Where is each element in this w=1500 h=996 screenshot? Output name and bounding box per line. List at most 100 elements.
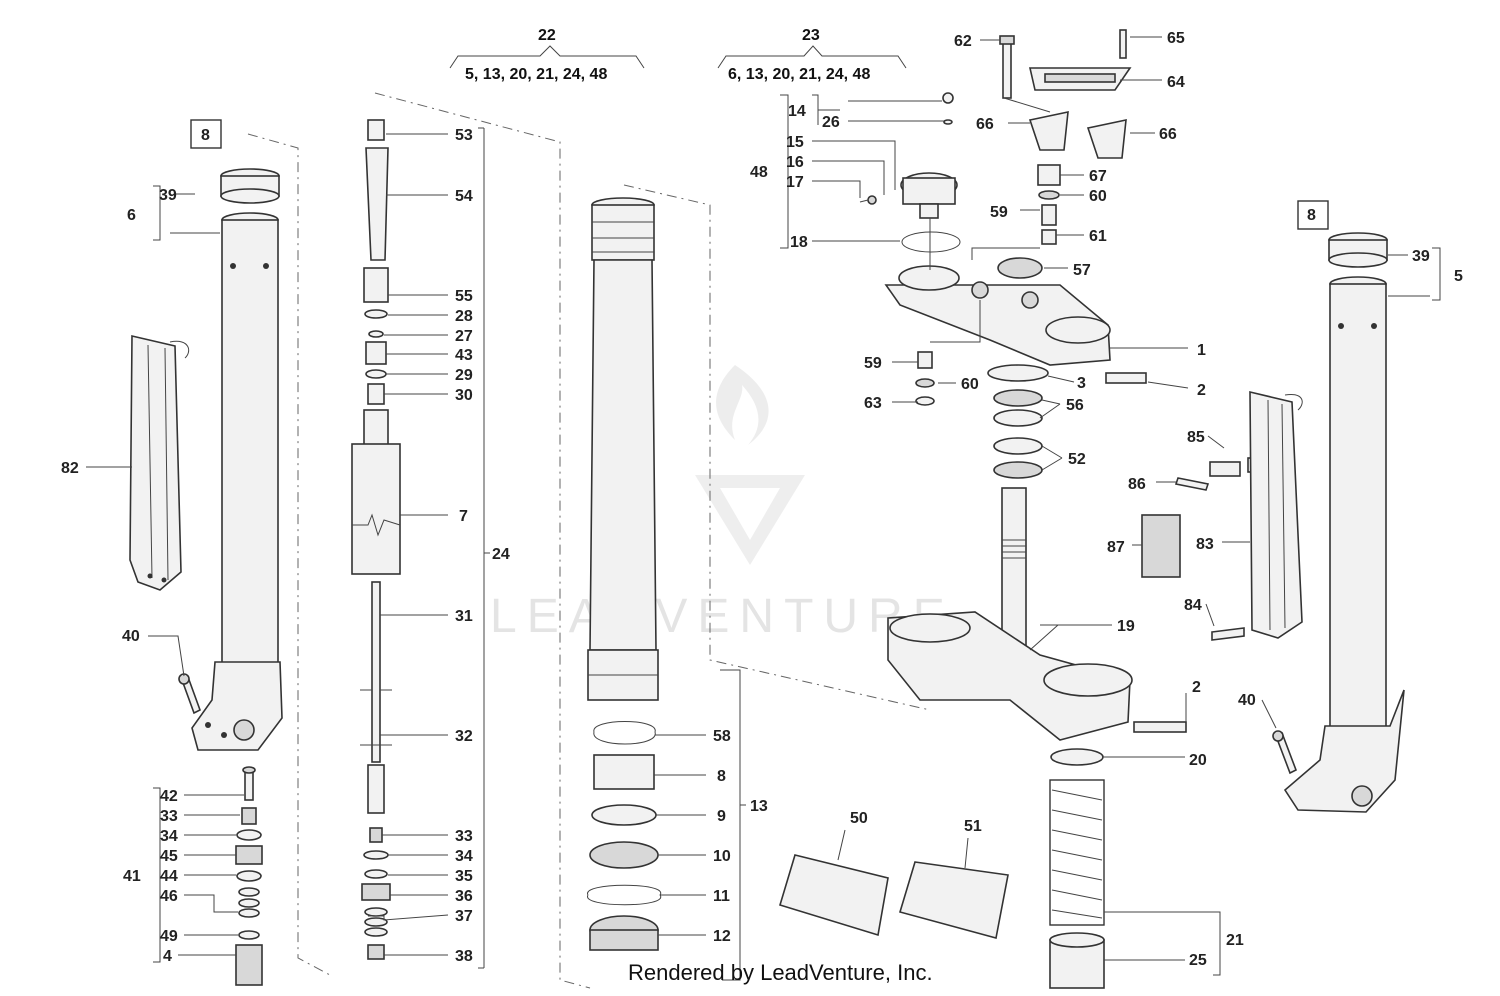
callout-1: 1 bbox=[1197, 342, 1206, 359]
callout-59-top: 59 bbox=[990, 204, 1008, 221]
callout-84: 84 bbox=[1184, 597, 1202, 614]
callout-39-right: 39 bbox=[1412, 248, 1430, 265]
callout-55: 55 bbox=[455, 288, 473, 305]
callout-34-left: 34 bbox=[160, 828, 178, 845]
group-23-parts: 6, 13, 20, 21, 24, 48 bbox=[728, 66, 870, 83]
callout-60-top: 60 bbox=[1089, 188, 1107, 205]
callout-48: 48 bbox=[750, 164, 768, 181]
callout-46: 46 bbox=[160, 888, 178, 905]
inner-tube-lower-parts bbox=[587, 721, 662, 951]
callout-19: 19 bbox=[1117, 618, 1135, 635]
callout-37: 37 bbox=[455, 908, 473, 925]
spring-and-spacer bbox=[1049, 748, 1105, 989]
callout-39-left: 39 bbox=[159, 187, 177, 204]
callout-29: 29 bbox=[455, 367, 473, 384]
callout-20: 20 bbox=[1189, 752, 1207, 769]
damper-cartridge bbox=[351, 92, 591, 989]
callout-44: 44 bbox=[160, 868, 178, 885]
callout-83: 83 bbox=[1196, 536, 1214, 553]
group-22-number: 22 bbox=[538, 27, 556, 44]
callout-16: 16 bbox=[786, 154, 804, 171]
callout-52: 52 bbox=[1068, 451, 1086, 468]
group-22-parts: 5, 13, 20, 21, 24, 48 bbox=[465, 66, 607, 83]
callout-13: 13 bbox=[750, 798, 768, 815]
group-22-bracket: 22 5, 13, 20, 21, 24, 48 bbox=[449, 27, 645, 83]
right-guard-parts bbox=[1141, 457, 1271, 641]
left-fork-outer-tube: 8 bbox=[190, 119, 331, 976]
callout-58: 58 bbox=[713, 728, 731, 745]
callout-86: 86 bbox=[1128, 476, 1146, 493]
watermark-text: LEADVENTURE bbox=[490, 590, 955, 643]
callout-4: 4 bbox=[163, 948, 172, 965]
pouches bbox=[779, 854, 1009, 939]
callout-5: 5 bbox=[1454, 268, 1463, 285]
callout-3: 3 bbox=[1077, 375, 1086, 392]
right-fork-outer-tube: 8 bbox=[1283, 200, 1405, 813]
callout-33-mid: 33 bbox=[455, 828, 473, 845]
callout-57: 57 bbox=[1073, 262, 1091, 279]
callout-14: 14 bbox=[788, 103, 806, 120]
left-lower-parts bbox=[235, 766, 263, 986]
callout-33-left: 33 bbox=[160, 808, 178, 825]
callout-24: 24 bbox=[492, 546, 510, 563]
callout-42: 42 bbox=[160, 788, 178, 805]
inner-fork-tube bbox=[587, 184, 931, 711]
callout-17: 17 bbox=[786, 174, 804, 191]
steering-bearings bbox=[915, 351, 1147, 479]
left-fork-guard bbox=[129, 334, 190, 591]
render-credit: Rendered by LeadVenture, Inc. bbox=[628, 960, 933, 985]
right-bolt-40 bbox=[1272, 730, 1298, 775]
callout-50: 50 bbox=[850, 810, 868, 827]
callout-labels: 39 6 82 40 42 33 34 45 41 44 46 49 4 53 … bbox=[61, 30, 1463, 969]
callout-51: 51 bbox=[964, 818, 982, 835]
callout-9: 9 bbox=[717, 808, 726, 825]
callout-60-mid: 60 bbox=[961, 376, 979, 393]
callout-62: 62 bbox=[954, 33, 972, 50]
boxed-8-right bbox=[1297, 200, 1329, 230]
callout-36: 36 bbox=[455, 888, 473, 905]
boxed-8-left-label: 8 bbox=[201, 127, 210, 144]
callout-40-left: 40 bbox=[122, 628, 140, 645]
callout-21: 21 bbox=[1226, 932, 1244, 949]
callout-26: 26 bbox=[822, 114, 840, 131]
callout-35: 35 bbox=[455, 868, 473, 885]
callout-59-mid: 59 bbox=[864, 355, 882, 372]
callout-56: 56 bbox=[1066, 397, 1084, 414]
callout-45: 45 bbox=[160, 848, 178, 865]
callout-43: 43 bbox=[455, 347, 473, 364]
callout-63: 63 bbox=[864, 395, 882, 412]
callout-8: 8 bbox=[717, 768, 726, 785]
callout-61: 61 bbox=[1089, 228, 1107, 245]
leader-lines bbox=[86, 36, 1441, 981]
callout-85: 85 bbox=[1187, 429, 1205, 446]
callout-11: 11 bbox=[713, 888, 730, 905]
callout-7: 7 bbox=[459, 508, 468, 525]
callout-38: 38 bbox=[455, 948, 473, 965]
lower-triple-clamp-and-stem bbox=[887, 487, 1187, 741]
callout-66-right: 66 bbox=[1159, 126, 1177, 143]
handlebar-clamps bbox=[997, 29, 1132, 279]
callout-30: 30 bbox=[455, 387, 473, 404]
callout-2-top: 2 bbox=[1197, 382, 1206, 399]
callout-67: 67 bbox=[1089, 168, 1107, 185]
callout-34-mid: 34 bbox=[455, 848, 473, 865]
callout-82: 82 bbox=[61, 460, 79, 477]
callout-66-left: 66 bbox=[976, 116, 994, 133]
callout-32: 32 bbox=[455, 728, 473, 745]
callout-65: 65 bbox=[1167, 30, 1185, 47]
callout-27: 27 bbox=[455, 328, 473, 345]
boxed-8-left bbox=[190, 119, 222, 149]
callout-53: 53 bbox=[455, 127, 473, 144]
callout-41: 41 bbox=[123, 868, 141, 885]
right-fork-guard bbox=[1249, 390, 1303, 639]
callout-15: 15 bbox=[786, 134, 804, 151]
callout-40-right: 40 bbox=[1238, 692, 1256, 709]
callout-6: 6 bbox=[127, 207, 136, 224]
cap-assembly bbox=[859, 92, 961, 253]
watermark-logo bbox=[695, 365, 805, 565]
callout-12: 12 bbox=[713, 928, 731, 945]
callout-87: 87 bbox=[1107, 539, 1125, 556]
callout-18: 18 bbox=[790, 234, 808, 251]
callout-54: 54 bbox=[455, 188, 473, 205]
